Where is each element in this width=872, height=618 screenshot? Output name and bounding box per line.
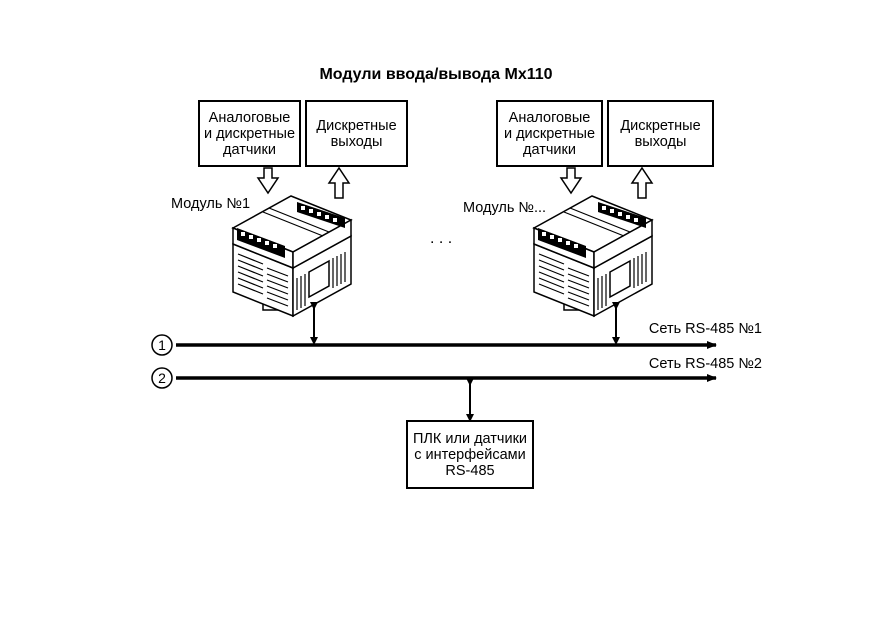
- module1-output-text: Дискретные выходы: [316, 117, 397, 150]
- diagram-title: Модули ввода/вывода Мх110: [319, 66, 553, 83]
- ellipsis: . . .: [430, 230, 453, 247]
- moduleN-input-text: Аналоговые и дискретные датчики: [503, 109, 596, 158]
- network2-marker: [151, 367, 173, 389]
- moduleN-output-text: Дискретные выходы: [620, 117, 701, 150]
- network2-label: Сеть RS-485 №2: [649, 356, 762, 372]
- network1-marker-text: 1: [158, 337, 166, 353]
- network2-marker-text: 2: [158, 370, 166, 386]
- module1-output-box: Дискретные выходы: [305, 100, 408, 167]
- module1-output-arrow: [327, 166, 351, 199]
- network1-marker: [151, 334, 173, 356]
- module1-input-arrow: [256, 167, 280, 195]
- moduleN-output-box: Дискретные выходы: [607, 100, 714, 167]
- moduleN-input-box: Аналоговые и дискретные датчики: [496, 100, 603, 167]
- plc-text: ПЛК или датчики с интерфейсами RS-485: [412, 430, 528, 479]
- module1-input-box: Аналоговые и дискретные датчики: [198, 100, 301, 167]
- network1-label: Сеть RS-485 №1: [649, 321, 762, 337]
- module1-label: Модуль №1: [171, 196, 251, 212]
- moduleN-output-arrow: [630, 166, 654, 199]
- module1-image: [232, 195, 352, 317]
- moduleN-label: Модуль №...: [463, 200, 547, 216]
- plc-box: ПЛК или датчики с интерфейсами RS-485: [406, 420, 534, 489]
- module1-input-text: Аналоговые и дискретные датчики: [203, 109, 296, 158]
- moduleN-image: [533, 195, 653, 317]
- moduleN-input-arrow: [559, 167, 583, 195]
